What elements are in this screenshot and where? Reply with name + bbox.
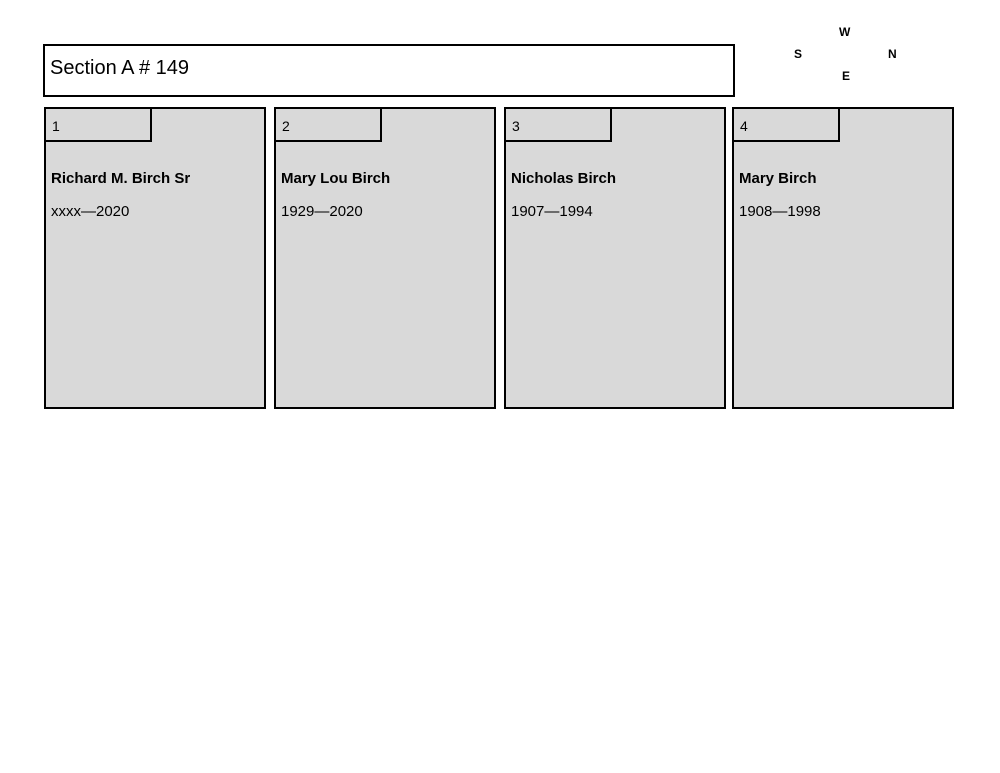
plot-number: 4: [740, 118, 748, 134]
plot-dates: 1929—2020: [281, 203, 363, 220]
compass-east: E: [842, 69, 851, 83]
compass-north: N: [888, 47, 897, 61]
plot-card-2: 2 Mary Lou Birch 1929—2020: [274, 107, 496, 409]
plot-dates: xxxx—2020: [51, 203, 130, 220]
plot-card-3: 3 Nicholas Birch 1907—1994: [504, 107, 726, 409]
plot-name: Nicholas Birch: [511, 170, 617, 187]
compass-west: W: [839, 25, 851, 39]
plot-number: 2: [282, 118, 290, 134]
section-title: Section A # 149: [50, 57, 190, 79]
plot-name: Mary Lou Birch: [281, 170, 391, 187]
plot-name: Richard M. Birch Sr: [51, 170, 191, 187]
plot-card-4: 4 Mary Birch 1908—1998: [732, 107, 954, 409]
plot-number: 1: [52, 118, 60, 134]
plot-dates: 1907—1994: [511, 203, 593, 220]
plot-number-box: 3: [506, 109, 612, 142]
section-header: Section A # 149: [43, 44, 735, 97]
plot-number-box: 4: [734, 109, 840, 142]
plot-number-box: 1: [46, 109, 152, 142]
plot-number: 3: [512, 118, 520, 134]
plot-number-box: 2: [276, 109, 382, 142]
compass: W S N E: [780, 18, 910, 88]
plot-dates: 1908—1998: [739, 203, 821, 220]
plot-card-1: 1 Richard M. Birch Sr xxxx—2020: [44, 107, 266, 409]
plot-name: Mary Birch: [739, 170, 817, 187]
compass-south: S: [794, 47, 803, 61]
